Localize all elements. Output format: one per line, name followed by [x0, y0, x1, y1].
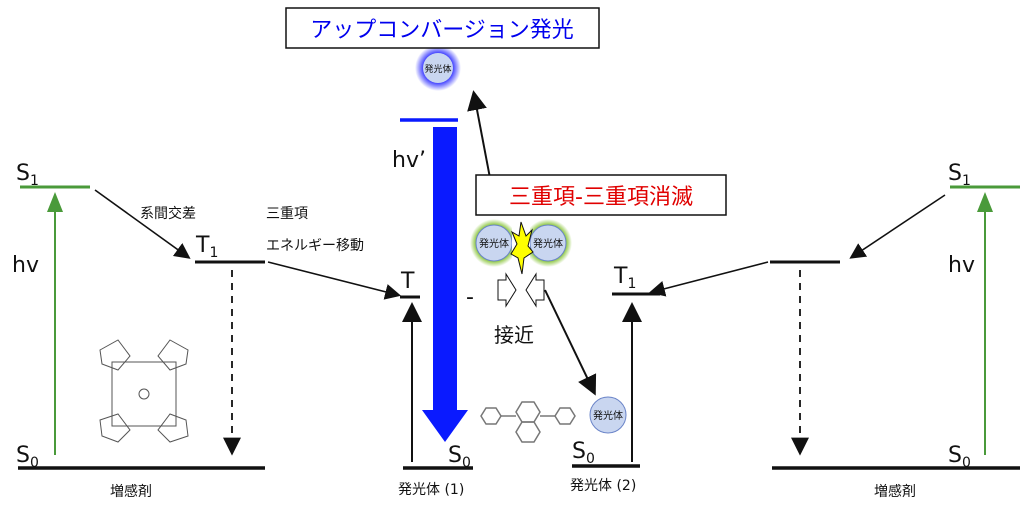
- sensitizer-right: S1 hv S0 増感剤: [770, 161, 1020, 500]
- s1-label: S1: [948, 161, 971, 189]
- badge-text: 発光体: [479, 237, 509, 250]
- emitter-1: T S0 発光体 (1) hv’ 発光体: [392, 45, 473, 498]
- emitter-2: 発光体 T1 S0 発光体 (2): [570, 264, 660, 494]
- tta-label: 三重項-三重項消滅: [509, 185, 693, 210]
- sensitizer-left: S1 hv S0 増感剤 T1 系間交差: [12, 161, 265, 500]
- isc-arrow: [94, 189, 191, 259]
- title: アップコンバージョン発光: [310, 18, 574, 43]
- s0-label: S0: [572, 439, 595, 467]
- emitter2-label: 発光体 (2): [570, 478, 636, 494]
- t1-label: T1: [613, 264, 636, 292]
- hv-prime-label: hv’: [392, 148, 426, 173]
- badge-text: 発光体: [424, 63, 451, 75]
- hv-label: hv: [12, 253, 39, 278]
- title-box: [285, 7, 600, 49]
- tet-label-1: 三重項: [266, 206, 308, 222]
- dash-label: -: [466, 285, 474, 310]
- collision-spark-icon: [510, 221, 534, 275]
- tta-box: [475, 174, 727, 216]
- dpa-structure-icon: [480, 401, 576, 443]
- s1-label: S1: [16, 161, 39, 189]
- emission-arrow: [422, 127, 468, 442]
- tet-arrow-right: [648, 261, 769, 297]
- approach-left-arrow-icon: [525, 272, 545, 308]
- tet-arrow-left: [267, 261, 402, 300]
- ground-return-arrow: [544, 289, 597, 396]
- badge-text: 発光体: [533, 237, 563, 250]
- hv-label: hv: [948, 253, 975, 278]
- t1-label: T1: [195, 233, 218, 261]
- tet-label-2: エネルギー移動: [266, 238, 364, 254]
- s0-label: S0: [16, 443, 39, 471]
- upconversion-arrow: [467, 90, 491, 179]
- emitter-excited-badge: [423, 53, 453, 83]
- sensitizer-label: 増感剤: [874, 483, 916, 500]
- approach-right-arrow-icon: [497, 272, 517, 308]
- approach-label: 接近: [494, 323, 534, 347]
- badge-text: 発光体: [593, 409, 623, 422]
- sensitizer-label: 増感剤: [110, 483, 152, 500]
- s0-label: S0: [948, 443, 971, 471]
- isc-arrow: [849, 194, 946, 259]
- s0-label: S0: [448, 443, 471, 471]
- t-label: T: [400, 269, 415, 294]
- emitter1-label: 発光体 (1): [398, 482, 464, 498]
- emitter-ground-badge: [589, 396, 627, 434]
- isc-label: 系間交差: [140, 205, 196, 222]
- porphyrin-structure-icon: [99, 339, 189, 443]
